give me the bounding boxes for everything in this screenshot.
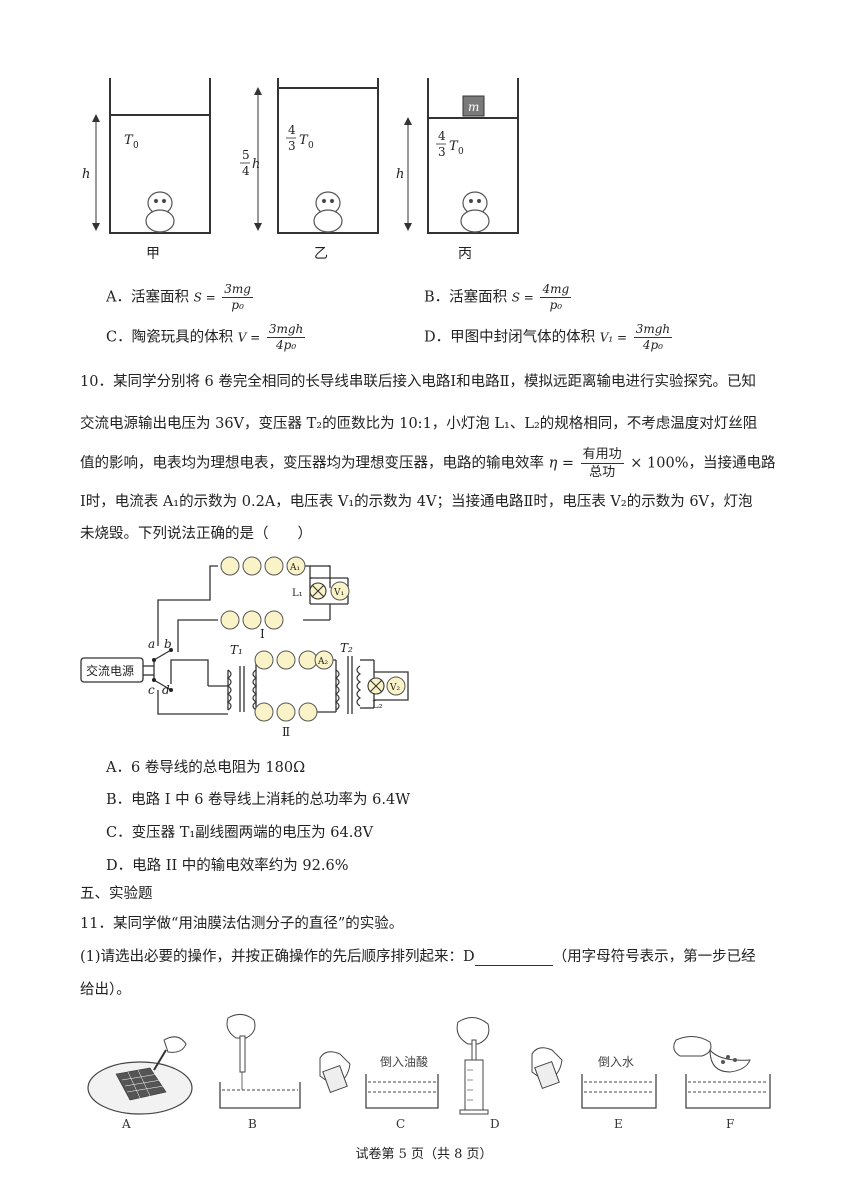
q10-option-c: C．变压器 T₁副线圈两端的电压为 64.8V xyxy=(106,825,374,841)
lamp-l2-icon xyxy=(367,677,385,695)
ammeter-a1-label: A₁ xyxy=(289,563,300,573)
temp-frac-den: 3 xyxy=(288,139,296,153)
q11-line-2: (1)请选出必要的操作，并按正确操作的先后顺序排列起来：D（用字母符号表示，第一… xyxy=(80,949,756,966)
ceramic-toy-icon xyxy=(313,191,343,233)
terminal-a: a xyxy=(148,637,155,651)
q10-line-2: 交流电源输出电压为 36V，变压器 T₂的匝数比为 10:1，小灯泡 L₁、L₂… xyxy=(80,416,758,432)
efficiency-fraction: 有用功总功 xyxy=(580,447,624,480)
page-footer: 试卷第 5 页（共 8 页） xyxy=(355,1147,493,1162)
step-label-a: A xyxy=(121,1117,131,1131)
voltmeter-v2-icon xyxy=(386,676,406,696)
lamp-l1-label: L₁ xyxy=(292,588,303,599)
q10-option-d: D．电路 II 中的输电效率约为 92.6% xyxy=(106,858,349,874)
q11-line-3: 给出）。 xyxy=(80,982,131,998)
mass-block xyxy=(462,95,485,117)
terminal-d: d xyxy=(162,683,170,697)
lamp-l1-icon xyxy=(309,582,327,600)
figure-label-bing: 丙 xyxy=(458,246,472,262)
temp-sub: 0 xyxy=(458,147,464,157)
circuit-1-label: I xyxy=(260,627,265,641)
step-label-c: C xyxy=(396,1117,405,1131)
q10-line-3: 值的影响，电表均为理想电表，变压器均为理想变压器，电路的输电效率 η = 有用功… xyxy=(80,447,776,480)
step-b-drawing xyxy=(219,1014,301,1109)
h-frac-num: 5 xyxy=(242,148,250,162)
ammeter-a1-icon xyxy=(286,556,306,576)
temp-label: T xyxy=(299,133,309,148)
voltmeter-v1-label: V₁ xyxy=(333,588,344,598)
step-e-drawing: 倒入水 xyxy=(531,1047,657,1109)
ceramic-toy-icon xyxy=(460,191,490,233)
figure-label-yi: 乙 xyxy=(314,246,328,262)
source-label: 交流电源 xyxy=(86,663,134,678)
q11-line-1: 11．某同学做“用油膜法估测分子的直径”的实验。 xyxy=(80,916,404,932)
step-label-f: F xyxy=(726,1117,734,1131)
step-a-drawing xyxy=(87,1036,193,1115)
step-d-drawing xyxy=(456,1017,490,1115)
circuit-2-label: Ⅱ xyxy=(282,725,290,739)
h-label: h xyxy=(82,167,90,182)
h-label: h xyxy=(252,157,260,172)
step-label-e: E xyxy=(614,1117,623,1131)
terminal-b: b xyxy=(164,637,172,651)
h-frac-den: 4 xyxy=(242,164,250,178)
lamp-l2-label: L₂ xyxy=(372,700,383,711)
q10-line-4: Ⅰ时，电流表 A₁的示数为 0.2A，电压表 V₁的示数为 4V；当接通电路Ⅱ时… xyxy=(80,494,753,510)
ammeter-a2-icon xyxy=(314,650,334,670)
q10-option-a: A．6 卷导线的总电阻为 180Ω xyxy=(106,760,306,776)
terminal-c: c xyxy=(148,683,155,697)
h-label: h xyxy=(396,167,404,182)
step-label-d: D xyxy=(490,1117,500,1131)
step-label-b: B xyxy=(248,1117,257,1131)
voltmeter-v1-icon xyxy=(330,581,350,601)
transformer-t1-label: T₁ xyxy=(230,643,243,657)
temp-frac-num: 4 xyxy=(288,123,296,137)
transformer-t2-label: T₂ xyxy=(340,641,353,655)
wire-roll-icon xyxy=(220,556,318,722)
q10-line-5: 未烧毁。下列说法正确的是（ ） xyxy=(80,526,312,542)
section-heading: 五、实验题 xyxy=(80,886,153,902)
temp-label: T xyxy=(124,133,134,148)
experiment-steps-figure: 倒入油酸 倒入水 A B C D E F xyxy=(87,1014,771,1131)
step-c-drawing: 倒入油酸 xyxy=(319,1051,439,1109)
ceramic-toy-icon xyxy=(145,191,175,233)
answer-blank[interactable] xyxy=(474,951,553,966)
q9-figure: m h T 0 5 4 h 4 3 T 0 h 4 3 T 0 甲 乙 丙 xyxy=(82,78,519,262)
temp-label: T xyxy=(449,139,459,154)
ammeter-a2-label: A₂ xyxy=(317,657,328,667)
mass-label: m xyxy=(468,100,479,114)
q10-option-b: B．电路 I 中 6 卷导线上消耗的总功率为 6.4W xyxy=(106,792,411,808)
step-e-caption: 倒入水 xyxy=(598,1055,634,1069)
figure-label-jia: 甲 xyxy=(146,246,160,262)
voltmeter-v2-label: V₂ xyxy=(389,683,400,693)
circuit-diagram: 交流电源 a b c d A₁ V₁ L₁ A₂ V₂ L₂ T₁ T₂ I Ⅱ xyxy=(80,556,409,739)
step-c-caption: 倒入油酸 xyxy=(380,1054,428,1069)
temp-sub: 0 xyxy=(133,141,139,151)
temp-frac-num: 4 xyxy=(438,129,446,143)
q10-line-1: 10．某同学分别将 6 卷完全相同的长导线串联后接入电路Ⅰ和电路Ⅱ，模拟远距离输… xyxy=(80,374,756,390)
temp-sub: 0 xyxy=(308,141,314,151)
step-f-drawing xyxy=(673,1036,771,1109)
temp-frac-den: 3 xyxy=(438,145,446,159)
